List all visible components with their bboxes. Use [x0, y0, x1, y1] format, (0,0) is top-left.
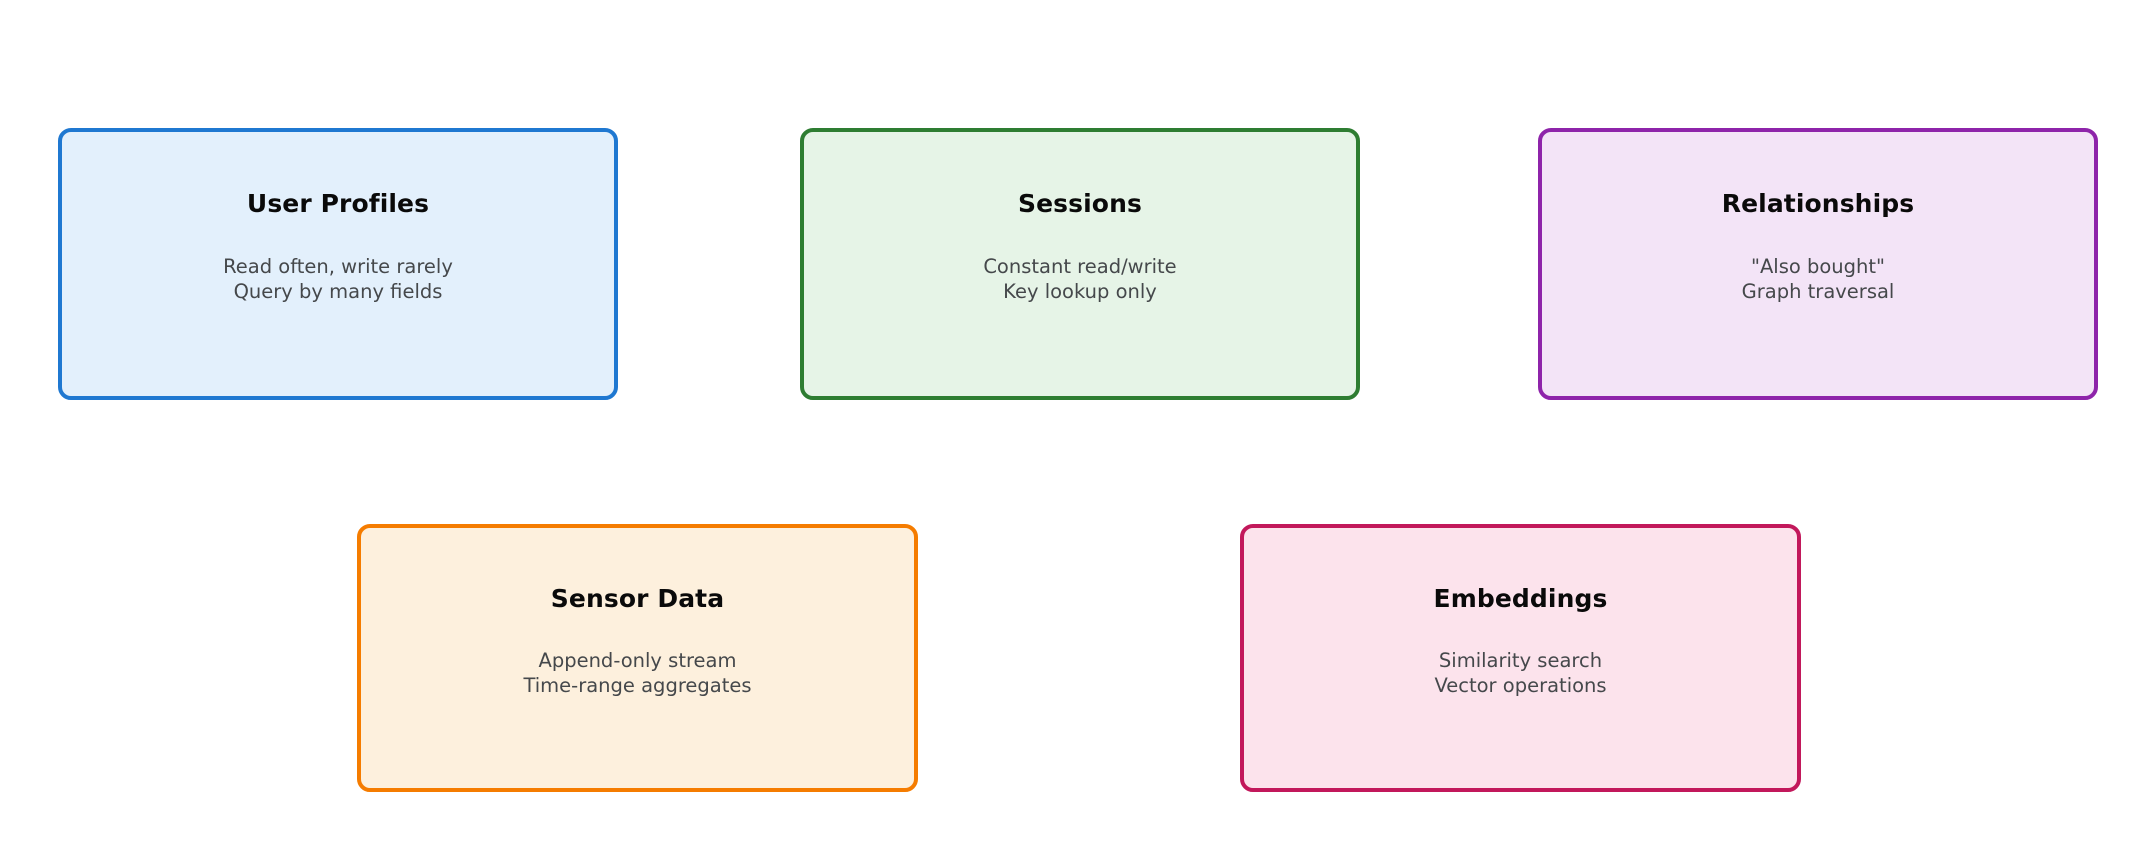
card-sessions[interactable]: Sessions Constant read/write Key lookup … — [800, 128, 1360, 400]
card-title: Embeddings — [1433, 584, 1608, 613]
card-title: Sensor Data — [550, 584, 725, 613]
card-description: Read often, write rarely Query by many f… — [223, 254, 453, 304]
card-description: "Also bought" Graph traversal — [1741, 254, 1895, 304]
card-embeddings[interactable]: Embeddings Similarity search Vector oper… — [1240, 524, 1801, 792]
card-description: Constant read/write Key lookup only — [983, 254, 1177, 304]
card-description: Append-only stream Time-range aggregates — [523, 648, 752, 698]
card-description: Similarity search Vector operations — [1434, 648, 1607, 698]
card-sensor-data[interactable]: Sensor Data Append-only stream Time-rang… — [357, 524, 918, 792]
card-user-profiles[interactable]: User Profiles Read often, write rarely Q… — [58, 128, 618, 400]
card-title: Sessions — [1018, 189, 1142, 218]
card-title: Relationships — [1721, 189, 1915, 218]
card-title: User Profiles — [246, 189, 430, 218]
card-relationships[interactable]: Relationships "Also bought" Graph traver… — [1538, 128, 2098, 400]
